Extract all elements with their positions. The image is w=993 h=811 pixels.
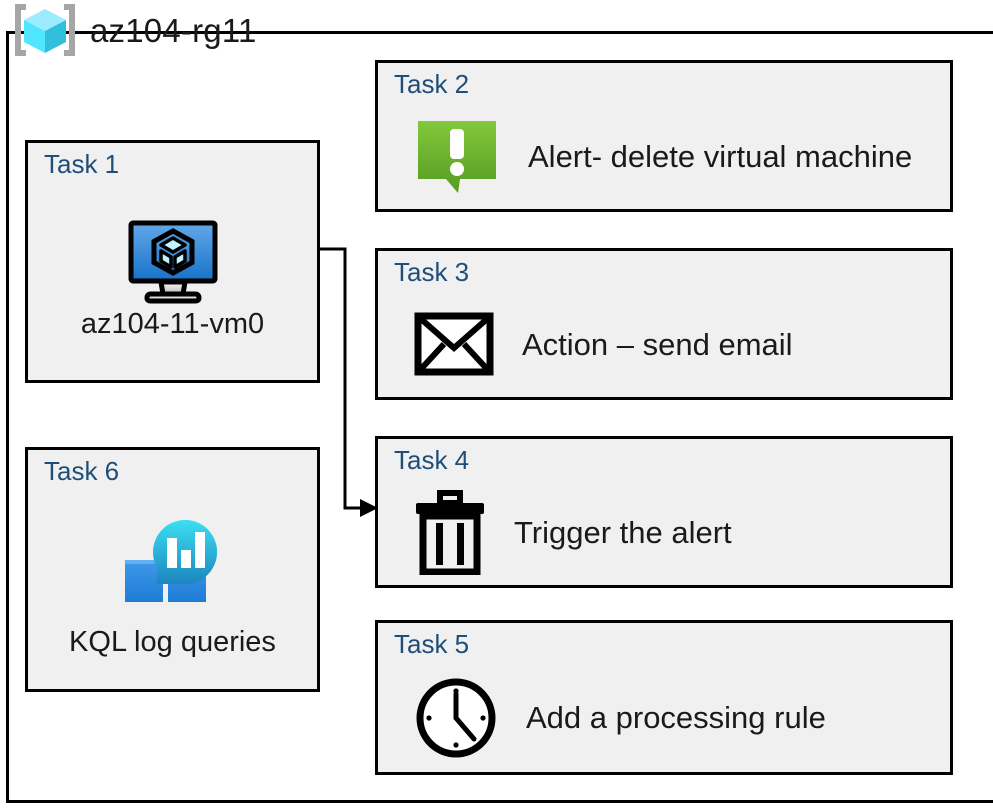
card-task2[interactable]: Task 2 Alert- delete virtual machine [375,60,953,212]
resource-group-title-gap [23,52,291,78]
card-task2-caption: Alert- delete virtual machine [528,138,913,174]
log-analytics-icon [124,520,217,602]
card-task1-body: az104-11-vm0 [28,187,317,372]
card-task4-label: Task 4 [394,445,470,475]
card-task5-body: Add a processing rule [414,669,936,766]
card-task3-body: Action – send email [414,297,936,391]
azure-resource-group-icon [15,4,75,56]
card-task2-label: Task 2 [394,69,470,99]
card-task2-body: Alert- delete virtual machine [414,109,936,203]
card-task3-caption: Action – send email [522,326,793,362]
card-task4-caption: Trigger the alert [514,514,732,550]
alert-bubble-icon [418,121,496,193]
card-task5[interactable]: Task 5 Add a processing rule [375,620,953,775]
card-task3-label: Task 3 [394,257,470,287]
card-task1-label: Task 1 [44,149,120,179]
card-task6-body: KQL log queries [28,494,317,681]
card-task4[interactable]: Task 4 Trigger the alert [375,436,953,588]
card-task6-caption: KQL log queries [69,626,276,658]
resource-group-container [6,31,993,803]
virtual-machine-icon [128,220,217,304]
card-task3[interactable]: Task 3 Action – send email [375,248,953,400]
card-task1[interactable]: Task 1 [25,140,320,383]
resource-group-name: az104-rg11 [90,11,257,49]
envelope-icon [414,312,494,376]
clock-icon [416,678,496,757]
resource-group-header: az104-rg11 [10,2,257,58]
card-task5-caption: Add a processing rule [526,700,826,735]
card-task4-body: Trigger the alert [414,485,936,579]
trash-can-icon [416,490,484,575]
card-task6[interactable]: Task 6 [25,447,320,692]
card-task1-caption: az104-11-vm0 [80,308,265,340]
card-task5-label: Task 5 [394,629,470,659]
card-task6-label: Task 6 [44,456,120,486]
